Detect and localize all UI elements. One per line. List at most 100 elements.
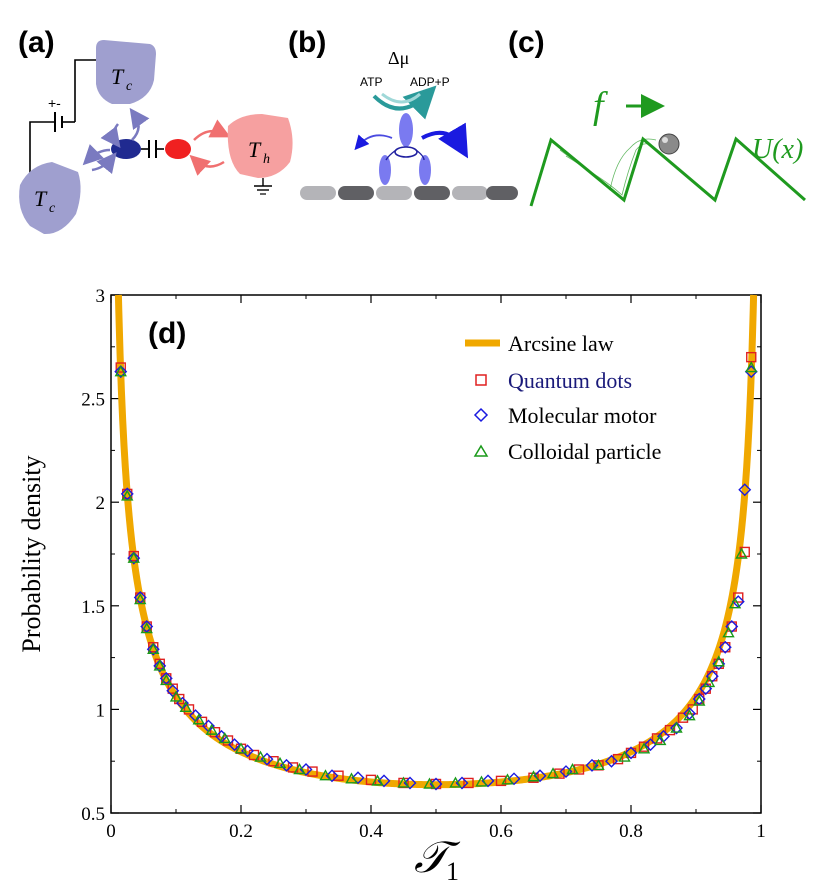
x-tick-label: 0.4 [359, 821, 383, 842]
molecular-motor-point [146, 642, 160, 656]
y-tick-label: 1 [96, 700, 106, 721]
colloidal-particle-point [345, 772, 358, 784]
colloidal-particle-point [683, 709, 696, 721]
x-tick-label: 1 [756, 821, 766, 842]
quantum-dots-point [694, 693, 705, 705]
molecular-motor-point [455, 776, 469, 790]
colloidal-particle-point [722, 626, 735, 638]
atp-label: ATP [360, 75, 382, 89]
quantum-dots-point [726, 621, 737, 632]
colloidal-particle-point [693, 694, 706, 706]
quantum-dots-point [720, 642, 731, 653]
molecular-motor-point [507, 772, 521, 786]
molecular-motor-point [403, 776, 417, 790]
th-label: T [248, 137, 262, 162]
quantum-dots-point [141, 621, 152, 632]
colloidal-particle-point [501, 773, 514, 785]
molecular-motor-point [670, 721, 683, 735]
molecular-motor-point [377, 774, 391, 788]
arcsine-curve [114, 294, 758, 789]
colloidal-particle-point [397, 776, 410, 788]
panel-a-label: (a) [18, 26, 55, 59]
colloidal-particle-point [121, 489, 134, 501]
quantum-dots-point [128, 550, 139, 562]
colloidal-particle-point [527, 770, 540, 782]
y-tick-label: 1.5 [81, 597, 105, 618]
adp-label: ADP+P [410, 75, 450, 89]
data-markers-layer [114, 351, 758, 791]
molecular-motor-point [114, 365, 128, 379]
legend-diamond-marker [473, 407, 489, 423]
quantum-dots-point [612, 753, 624, 765]
y-tick-label: 2 [96, 493, 106, 514]
molecular-motor-point [624, 746, 638, 760]
cold-bath-top [96, 40, 156, 104]
panel-c: (c) f U(x) [508, 26, 806, 207]
molecular-motor-point [127, 551, 141, 565]
hot-bath [227, 114, 293, 178]
colloidal-particle-point [566, 763, 579, 775]
colloidal-particle-point [702, 676, 716, 688]
quantum-dot-hot [165, 139, 191, 159]
quantum-dots-point [115, 362, 126, 373]
quantum-dots-point [135, 592, 146, 603]
legend-triangle-marker [473, 444, 489, 457]
colloidal-particle-point [205, 723, 218, 735]
quantum-dots-point [528, 772, 539, 783]
y-tick-label: 3 [96, 286, 106, 307]
molecular-motor-point [585, 758, 599, 772]
colloid-bead [658, 133, 680, 155]
colloidal-particle-point [254, 750, 267, 762]
panel-a: (a) +- T c T c T h [18, 26, 293, 235]
colloidal-particle-point [745, 361, 758, 373]
colloidal-particle-point [192, 713, 205, 725]
colloidal-particle-point [592, 758, 605, 771]
colloidal-particle-point [654, 734, 667, 746]
colloidal-particle-point [169, 690, 183, 702]
quantum-dots-point [625, 747, 637, 759]
quantum-dots-point [707, 671, 718, 682]
molecular-motor-point [299, 762, 313, 776]
molecular-motor-point [738, 483, 752, 497]
colloidal-particle-point [179, 700, 192, 713]
force-label: f [593, 85, 608, 127]
colloidal-particle-point [423, 777, 436, 789]
x-tick-label: 0.2 [229, 821, 253, 842]
potential-label: U(x) [752, 134, 803, 165]
tc-top-label: T [111, 64, 125, 89]
x-tick-label: 0.8 [619, 821, 643, 842]
quantum-dots-point [733, 592, 744, 603]
panel-d-label: (d) [148, 317, 186, 350]
molecular-motor-point [605, 754, 618, 768]
colloidal-particle-point [319, 769, 332, 781]
microtubule-filament [300, 186, 518, 200]
legend-arcsine: Arcsine law [508, 331, 614, 356]
colloidal-particle-point [449, 776, 462, 788]
colloidal-particle-point [160, 673, 173, 686]
colloidal-particle-point [618, 750, 631, 762]
quantum-dots-point [664, 724, 676, 736]
legend-square-marker [475, 374, 487, 386]
th-sub: h [263, 152, 270, 167]
quantum-dots-point [167, 683, 178, 694]
molecular-motor-point [228, 738, 241, 752]
legend-molecular-motor: Molecular motor [508, 403, 657, 428]
colloidal-particle-point [475, 775, 488, 787]
colloidal-particle-point [114, 365, 127, 377]
legend-quantum-dots: Quantum dots [508, 368, 632, 393]
delta-mu-label: Δμ [388, 48, 409, 68]
x-tick-label: 0.6 [489, 821, 513, 842]
colloidal-particle-point [293, 763, 306, 775]
colloidal-particle-point [712, 655, 725, 667]
colloidal-particle-point [127, 551, 140, 563]
legend-colloidal: Colloidal particle [508, 439, 661, 464]
colloidal-particle-point [234, 742, 248, 754]
molecular-motor-point [644, 738, 657, 752]
sawtooth-potential [529, 136, 806, 207]
tc-bottom-sub: c [49, 201, 56, 216]
quantum-dots-point [333, 770, 344, 781]
molecular-motor-point [481, 774, 495, 788]
motor-leg-right [419, 155, 431, 185]
